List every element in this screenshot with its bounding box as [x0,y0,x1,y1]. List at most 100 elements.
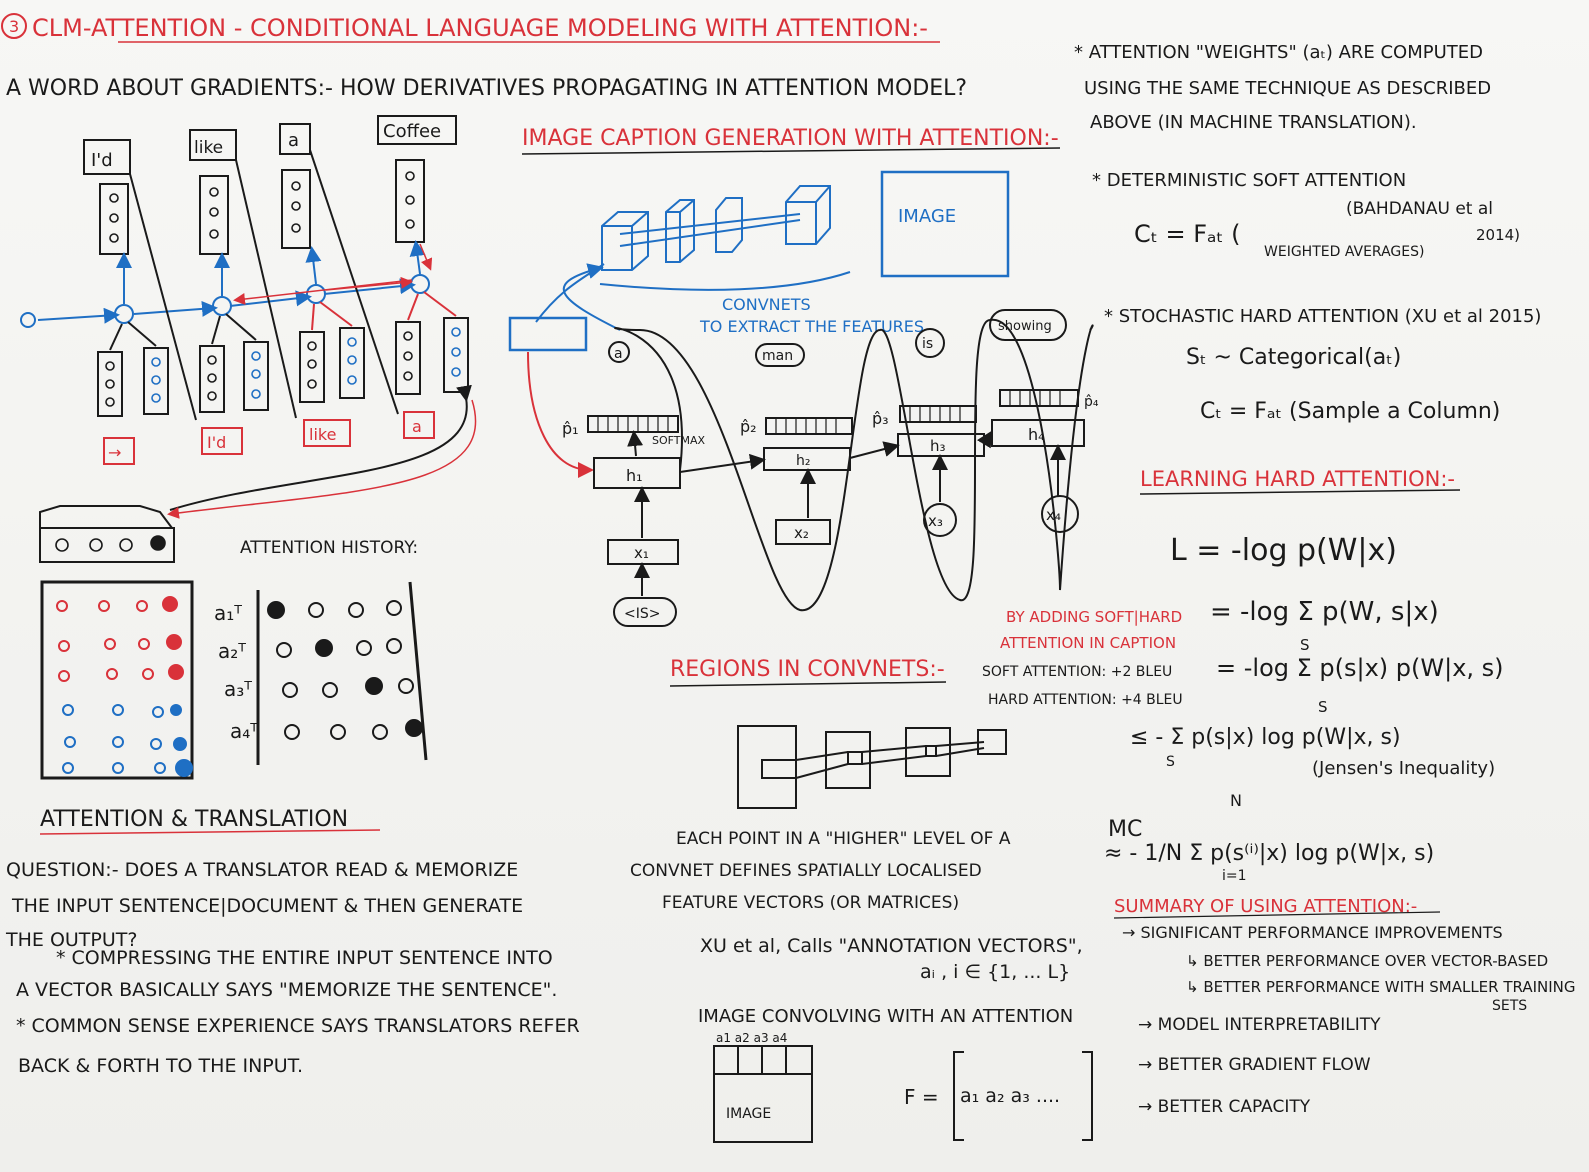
output-word-box [377,115,457,145]
weights-text: USING THE SAME TECHNIQUE AS DESCRIBED [1084,78,1491,99]
hard-attention-title: * STOCHASTIC HARD ATTENTION (XU et al 20… [1104,306,1541,327]
input-x-label: x₄ [1046,506,1061,524]
context-vector [443,317,469,393]
regions-title: REGIONS IN CONVNETS:- [670,657,945,682]
history-row-label: a₁ᵀ [214,601,242,625]
attention-vector-dots [55,535,166,552]
context-vector [143,347,169,415]
translation-vector-dots [105,171,415,407]
softmax-label: SOFTMAX [652,434,706,447]
input-word-box [303,419,351,447]
context-vector [339,327,365,399]
encoder-vector [299,331,325,403]
hard-attention-eq2: Cₜ = Fₐₜ (Sample a Column) [1200,399,1500,424]
input-x-label: x₁ [634,544,649,562]
gradients-heading: A WORD ABOUT GRADIENTS:- HOW DERIVATIVES… [6,76,967,101]
weights-text: * ATTENTION "WEIGHTS" (aₜ) ARE COMPUTED [1074,42,1483,63]
caption-output-word: showing [998,319,1052,334]
summary-subitem-cont: SETS [1492,998,1527,1014]
bahdanau-year: 2014) [1476,226,1520,244]
output-vector [99,183,129,255]
grid-image-label: IMAGE [726,1106,771,1122]
encoder-vector [97,351,123,417]
region-diagram [737,725,1007,809]
soft-bleu: SOFT ATTENTION: +2 BLEU [982,664,1172,680]
title-number: 3 [9,17,19,36]
hard-bleu: HARD ATTENTION: +4 BLEU [988,692,1183,708]
convnet-cubes [535,185,851,331]
summary-item: → BETTER GRADIENT FLOW [1138,1055,1371,1075]
title-section: 3 CLM-ATTENTION - CONDITIONAL LANGUAGE M… [1,13,967,101]
output-word: like [194,138,223,158]
xu-annotation-line: XU et al, Calls "ANNOTATION VECTORS", [700,935,1083,957]
hidden-state-label: h₄ [1028,425,1045,444]
input-word: like [309,425,336,444]
translation-question-line: THE INPUT SENTENCE|DOCUMENT & THEN GENER… [11,895,523,917]
p-hat-label: p̂₁ [562,419,579,438]
rnn-node [410,274,430,294]
p-hat-label: p̂₂ [740,417,757,436]
context-vector [243,341,269,411]
image-box [880,170,1010,278]
learning-hard-title: LEARNING HARD ATTENTION:- [1140,467,1455,491]
input-word: I'd [207,433,226,452]
f-equation-lhs: F = [904,1085,939,1109]
context-vector-dots [151,327,461,403]
output-word-box [83,139,131,175]
start-token: <IS> [624,606,660,622]
input-x-label: x₃ [928,512,943,530]
caption-output-word: man [762,348,793,364]
caption-output-word: a [614,346,623,362]
mc-sum-bottom: i=1 [1222,868,1247,884]
history-row-label: a₄ᵀ [230,719,258,743]
caption-title: IMAGE CAPTION GENERATION WITH ATTENTION:… [522,126,1059,151]
attention-vector-box [39,527,175,563]
initial-state-node [20,312,36,328]
summary-item: → SIGNIFICANT PERFORMANCE IMPROVEMENTS [1122,923,1503,942]
hidden-state-label: h₃ [930,437,946,455]
regions-line: EACH POINT IN A "HIGHER" LEVEL OF A [676,829,1011,849]
input-word-box [403,411,435,439]
output-word: Coffee [383,121,441,142]
convnet-label: CONVNETS [722,295,811,314]
loss-equation: = -log Σ p(W, s|x) [1210,597,1439,627]
hard-attention-eq1: Sₜ ~ Categorical(aₜ) [1186,345,1401,370]
encoder-vector [199,345,225,413]
input-word-box [103,437,135,465]
convnet-label: TO EXTRACT THE FEATURES [699,317,924,336]
weights-text: ABOVE (IN MACHINE TRANSLATION). [1090,112,1417,133]
history-row-label: a₃ᵀ [224,677,252,701]
output-word: a [288,130,299,151]
p-hat-label: p̂₄ [1084,394,1099,410]
regions-line: FEATURE VECTORS (OR MATRICES) [662,893,959,913]
output-vector [281,169,311,249]
feature-to-h1-arrow [527,351,594,478]
output-word-box [189,129,237,161]
history-row-label: a₂ᵀ [218,639,246,663]
sum-subscript: S [1300,636,1310,654]
sum-subscript: S [1318,698,1328,716]
jensen-note: (Jensen's Inequality) [1312,758,1495,779]
mc-estimate: ≈ - 1/N Σ p(s⁽ⁱ⁾|x) log p(W|x, s) [1104,841,1434,866]
convolving-title: IMAGE CONVOLVING WITH AN ATTENTION [698,1006,1073,1027]
learning-title-underline [1139,489,1461,495]
attention-translation-underline [39,829,381,835]
caption-softmax-cells [597,390,1061,434]
f-matrix-brackets [953,1051,1093,1141]
translation-point: BACK & FORTH TO THE INPUT. [18,1055,303,1077]
image-grid [713,1045,813,1143]
hidden-state-label: h₂ [796,453,811,469]
summary-item: → MODEL INTERPRETABILITY [1138,1015,1381,1035]
weighted-averages: WEIGHTED AVERAGES) [1264,244,1424,260]
translation-point: A VECTOR BASICALLY SAYS "MEMORIZE THE SE… [16,979,557,1001]
grid-labels: a1 a2 a3 a4 [716,1031,787,1045]
mc-sum-top: N [1230,791,1242,810]
summary-subitem: ↳ BETTER PERFORMANCE WITH SMALLER TRAINI… [1186,978,1576,996]
input-word: → [108,443,121,462]
p-hat-label: p̂₃ [872,409,889,428]
bleu-note: BY ADDING SOFT|HARD [1006,608,1182,626]
input-word-box [201,427,243,455]
bahdanau-citation: (BAHDANAU et al [1346,199,1493,219]
loss-bound: ≤ - Σ p(s|x) log p(W|x, s) [1130,725,1401,750]
